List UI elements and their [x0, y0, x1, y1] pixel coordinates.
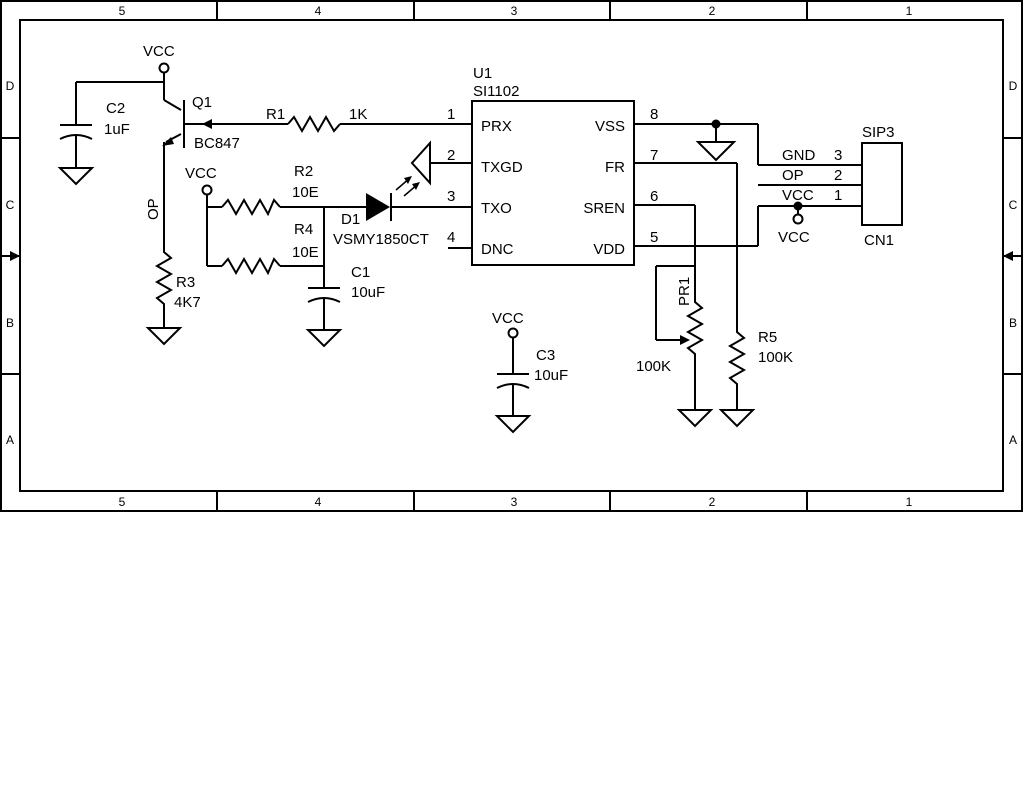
pin-number: 7: [650, 147, 658, 164]
row-label: B: [6, 316, 14, 330]
r1-resistor: R1 1K: [212, 106, 472, 134]
column-label: 5: [119, 4, 126, 18]
pin-name: DNC: [481, 241, 514, 258]
op-net-label: OP: [145, 198, 162, 220]
pin-name: SREN: [583, 200, 625, 217]
column-labels-top: 5 4 3 2 1: [119, 4, 913, 18]
column-label: 3: [511, 4, 518, 18]
pin-name: VSS: [595, 118, 625, 135]
u1-part: SI1102: [473, 83, 519, 100]
q1-ref: Q1: [192, 94, 212, 111]
right-side-wiring: [634, 119, 862, 326]
txgd-ground-symbol: [410, 140, 472, 186]
column-label: 5: [119, 495, 126, 509]
c3-ref: C3: [536, 347, 555, 364]
r3-value: 4K7: [174, 294, 201, 311]
cn1-label: CN1: [864, 232, 894, 249]
pin-number: 5: [650, 229, 658, 246]
pr1-potentiometer: PR1 100K: [636, 265, 712, 427]
u1-ref: U1: [473, 65, 492, 82]
c3-value: 10uF: [534, 367, 568, 384]
vcc-label: VCC: [778, 229, 810, 246]
pin-name: PRX: [481, 118, 512, 135]
drawing-frame: [0, 0, 1023, 512]
row-labels-left: D C B A: [6, 79, 15, 447]
connector-pin-number: 2: [834, 167, 842, 184]
r3-ref: R3: [176, 274, 195, 291]
column-label: 1: [906, 495, 913, 509]
c2-capacitor: C2 1uF: [59, 82, 130, 185]
d1-led: D1 VSMY1850CT: [333, 176, 472, 248]
pin-number: 6: [650, 188, 658, 205]
pin-name: VDD: [593, 241, 625, 258]
column-label: 4: [315, 4, 322, 18]
vcc-label: VCC: [492, 310, 524, 327]
pin-name: FR: [605, 159, 625, 176]
cn1-connector: SIP3 CN1 GND 3 OP 2 VCC 1 VCC: [778, 124, 903, 249]
vcc-label: VCC: [185, 165, 217, 182]
pin-number: 1: [447, 106, 455, 123]
column-label: 3: [511, 495, 518, 509]
r2-value: 10E: [292, 184, 319, 201]
column-label: 2: [709, 4, 716, 18]
d1-ref: D1: [341, 211, 360, 228]
pin-number: 8: [650, 106, 658, 123]
r5-ref: R5: [758, 329, 777, 346]
pin-name: TXGD: [481, 159, 523, 176]
column-labels-bottom: 5 4 3 2 1: [119, 495, 913, 509]
r4-ref: R4: [294, 221, 313, 238]
r4-value: 10E: [292, 244, 319, 261]
pin-number: 4: [447, 229, 455, 246]
pr1-ref: PR1: [676, 277, 693, 306]
pin-number: 3: [447, 188, 455, 205]
r1-value: 1K: [349, 106, 367, 123]
c3-capacitor: VCC C3 10uF: [492, 310, 568, 433]
r5-value: 100K: [758, 349, 793, 366]
d1-part: VSMY1850CT: [333, 231, 429, 248]
r3-resistor: R3 4K7: [147, 246, 201, 345]
c1-ref: C1: [351, 264, 370, 281]
connector-pin-number: 3: [834, 147, 842, 164]
u1-ic: U1 SI1102 1 PRX 2 TXGD 3 TXO 4 DNC VSS 8…: [447, 65, 658, 266]
row-label: C: [6, 198, 15, 212]
sip3-label: SIP3: [862, 124, 895, 141]
pin-number: 2: [447, 147, 455, 164]
row-labels-right: D C B A: [1009, 79, 1018, 447]
c1-value: 10uF: [351, 284, 385, 301]
vcc-label: VCC: [143, 43, 175, 60]
row-label: B: [1009, 316, 1017, 330]
row-label: A: [6, 433, 14, 447]
connector-pin-name: GND: [782, 147, 816, 164]
c1-capacitor: C1 10uF: [307, 264, 385, 347]
connector-pin-name: VCC: [782, 187, 814, 204]
r2-ref: R2: [294, 163, 313, 180]
c2-value: 1uF: [104, 121, 130, 138]
r1-ref: R1: [266, 106, 285, 123]
column-label: 2: [709, 495, 716, 509]
column-label: 1: [906, 4, 913, 18]
q1-part: BC847: [194, 135, 240, 152]
pr1-value: 100K: [636, 358, 671, 375]
r2-r4-network: VCC R2 10E R4 10E: [185, 163, 366, 288]
column-label: 4: [315, 495, 322, 509]
connector-pin-name: OP: [782, 167, 804, 184]
pin-name: TXO: [481, 200, 512, 217]
c2-ref: C2: [106, 100, 125, 117]
row-label: C: [1009, 198, 1018, 212]
row-label: A: [1009, 433, 1017, 447]
q1-transistor: VCC Q1 BC847: [76, 43, 240, 246]
row-label: D: [1009, 79, 1018, 93]
row-label: D: [6, 79, 15, 93]
r5-resistor: R5 100K: [720, 326, 793, 427]
connector-pin-number: 1: [834, 187, 842, 204]
